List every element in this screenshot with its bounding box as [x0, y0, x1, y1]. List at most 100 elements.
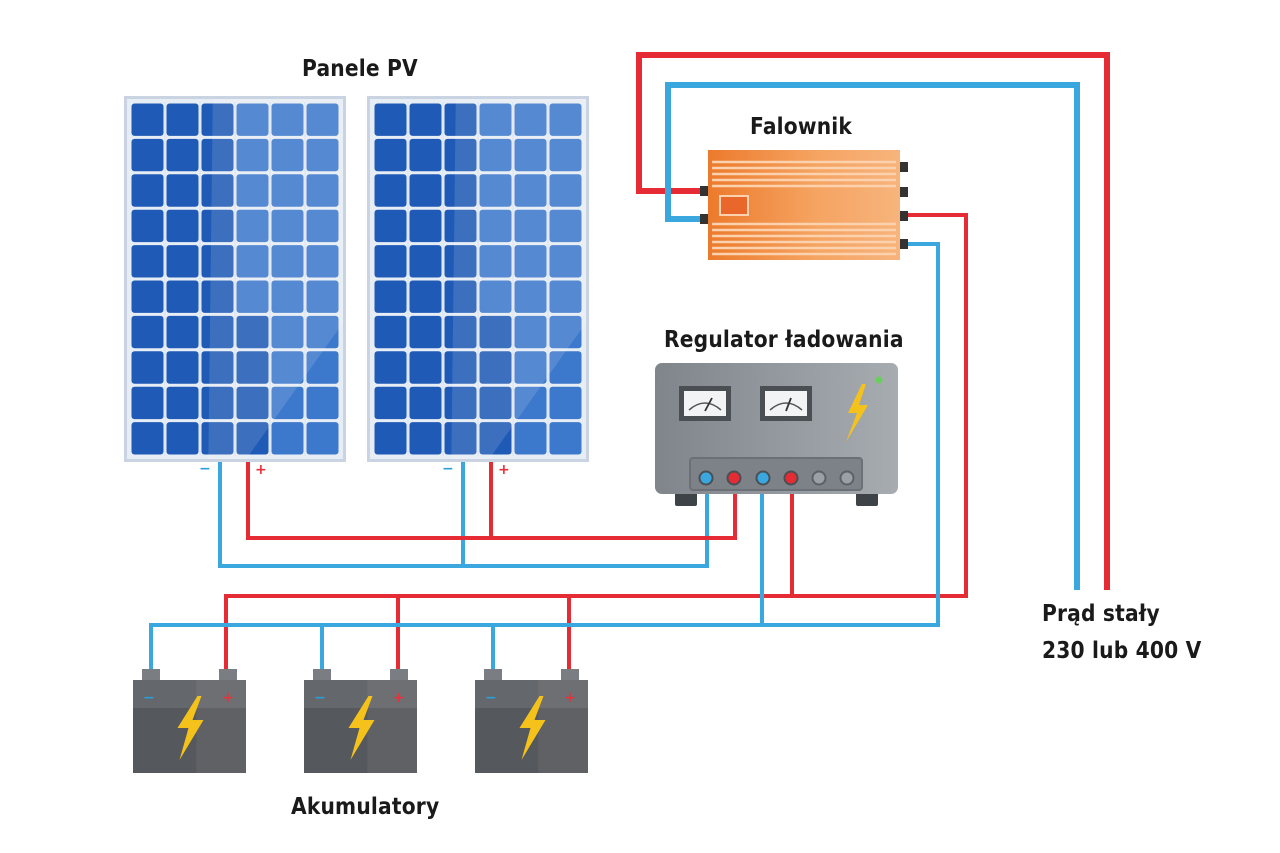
wiring — [149, 52, 1110, 672]
solar-cell — [444, 422, 477, 455]
output-label-line2: 230 lub 400 V — [1042, 638, 1202, 664]
panel2-positive-mark: + — [498, 462, 510, 478]
inverter-display — [719, 195, 749, 216]
solar-cell — [306, 174, 339, 207]
battery — [475, 669, 588, 773]
solar-cell — [479, 280, 512, 313]
battery-negative-bus — [149, 242, 940, 672]
lightning-bolt-icon — [348, 696, 375, 760]
solar-cell — [306, 422, 339, 455]
solar-cell — [166, 245, 199, 278]
panel1-positive-mark: + — [255, 462, 267, 478]
solar-cell — [166, 103, 199, 136]
solar-cell — [236, 280, 269, 313]
solar-cell — [166, 209, 199, 243]
inverter-terminal — [898, 187, 908, 197]
solar-cell — [549, 351, 582, 384]
solar-cell — [306, 245, 339, 278]
solar-cell — [271, 138, 304, 172]
batteries-label: Akumulatory — [291, 794, 440, 820]
battery-positive-bus — [224, 213, 968, 672]
solar-cell — [166, 422, 199, 455]
status-led — [875, 376, 883, 384]
solar-cell — [444, 245, 477, 278]
batteries — [133, 669, 588, 773]
solar-cell — [306, 315, 339, 349]
solar-cell — [374, 351, 407, 384]
solar-panel — [124, 96, 346, 462]
gauge-icon — [679, 386, 731, 421]
solar-cell — [131, 209, 164, 243]
solar-cell — [514, 422, 547, 455]
battery — [304, 669, 417, 773]
solar-cell — [271, 245, 304, 278]
solar-cell — [131, 351, 164, 384]
battery3-positive-mark: + — [564, 690, 576, 706]
solar-cell — [201, 315, 234, 349]
solar-cell — [514, 209, 547, 243]
panels-label: Panele PV — [302, 56, 418, 82]
solar-cell — [131, 422, 164, 455]
solar-cell — [444, 351, 477, 384]
solar-cell — [409, 386, 442, 420]
solar-cell — [306, 209, 339, 243]
solar-cell — [549, 315, 582, 349]
solar-cell — [479, 138, 512, 172]
solar-cell — [166, 174, 199, 207]
solar-cell — [514, 315, 547, 349]
solar-cell — [549, 209, 582, 243]
inverter-terminal — [898, 239, 908, 249]
solar-cell — [409, 209, 442, 243]
solar-cell — [374, 174, 407, 207]
solar-cell — [514, 174, 547, 207]
solar-cell — [166, 280, 199, 313]
solar-cell — [409, 422, 442, 455]
lightning-bolt-icon — [177, 696, 204, 760]
solar-cell — [444, 209, 477, 243]
solar-cell — [201, 351, 234, 384]
solar-cell — [131, 174, 164, 207]
solar-cell — [479, 245, 512, 278]
solar-cell — [479, 174, 512, 207]
battery2-negative-mark: − — [314, 690, 326, 706]
solar-cell — [549, 138, 582, 172]
solar-cell — [166, 138, 199, 172]
solar-cell — [409, 174, 442, 207]
solar-cell — [374, 280, 407, 313]
solar-cell — [479, 209, 512, 243]
inverter — [700, 150, 908, 260]
panel2-negative-mark: − — [442, 461, 454, 477]
solar-cell — [201, 209, 234, 243]
battery1-positive-mark: + — [222, 690, 234, 706]
solar-cell — [236, 138, 269, 172]
solar-cell — [271, 103, 304, 136]
solar-panel — [367, 96, 589, 462]
solar-cell — [514, 280, 547, 313]
solar-cell — [236, 174, 269, 207]
solar-cell — [306, 280, 339, 313]
solar-cell — [514, 103, 547, 136]
solar-cell — [306, 138, 339, 172]
solar-cell — [479, 315, 512, 349]
solar-cell — [201, 138, 234, 172]
solar-cell — [236, 315, 269, 349]
solar-cell — [444, 280, 477, 313]
solar-cell — [549, 103, 582, 136]
solar-cell — [409, 103, 442, 136]
solar-cell — [306, 351, 339, 384]
solar-cell — [236, 103, 269, 136]
inverter-terminal — [898, 162, 908, 172]
ac-output-wire-red — [636, 52, 1110, 590]
inverter-fins — [712, 160, 896, 256]
solar-cell — [201, 245, 234, 278]
inverter-terminal — [700, 214, 710, 224]
battery-positive-terminal — [219, 669, 237, 682]
solar-cell — [131, 315, 164, 349]
inverter-terminal — [898, 211, 908, 221]
solar-cell — [131, 280, 164, 313]
solar-cell — [479, 422, 512, 455]
solar-cell — [444, 174, 477, 207]
solar-cell — [271, 351, 304, 384]
solar-cell — [201, 422, 234, 455]
